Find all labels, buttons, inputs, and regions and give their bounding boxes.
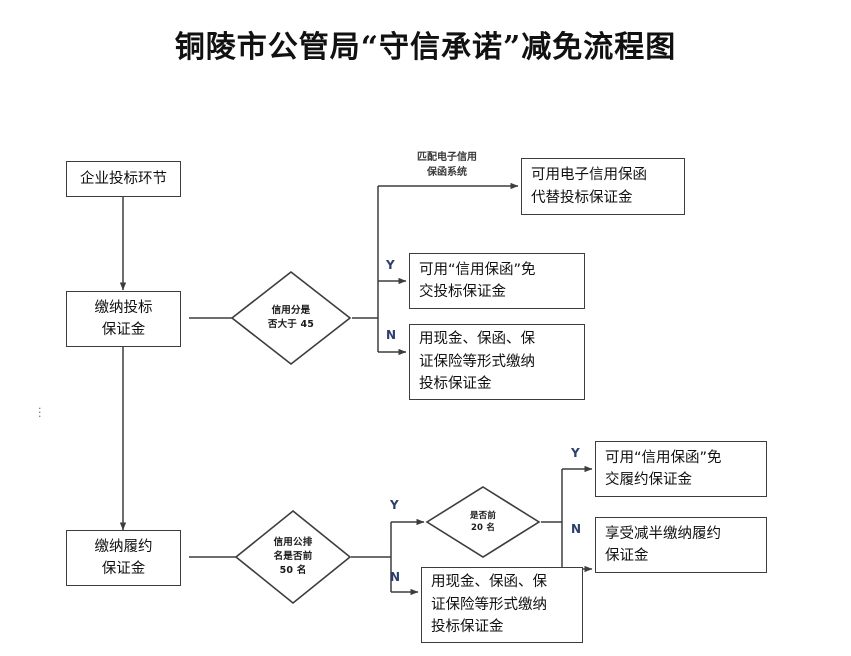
node-ebond-note-label: 可用电子信用保函 代替投标保证金 <box>531 167 647 206</box>
edge-label-no-rank20: N <box>571 522 582 536</box>
node-bid-deposit-label: 缴纳投标 保证金 <box>94 299 153 338</box>
page-title: 铜陵市公管局“守信承诺”减免流程图 <box>174 30 677 65</box>
diamond-shape <box>425 486 541 558</box>
node-start[interactable]: 企业投标环节 <box>66 161 181 197</box>
diamond-shape <box>234 509 352 605</box>
edge-label-ebond-system: 匹配电子信用 保函系统 <box>417 152 477 178</box>
edge-label-yes-bottom: Y <box>390 498 399 512</box>
edge-label-yes-rank20: Y <box>571 446 580 460</box>
node-perf-exempt-label: 可用“信用保函”免 交履约保证金 <box>605 449 722 488</box>
edge-label-yes-top: Y <box>386 258 395 272</box>
node-perf-half[interactable]: 享受减半缴纳履约 保证金 <box>595 517 767 573</box>
diamond-shape <box>230 270 352 366</box>
node-rank50-decision-label: 信用公排 名是否前 50 名 <box>273 537 313 576</box>
node-perf-deposit[interactable]: 缴纳履约 保证金 <box>66 530 181 586</box>
node-rank20-decision[interactable]: 是否前 20 名 <box>425 485 541 559</box>
node-perf-deposit-label: 缴纳履约 保证金 <box>94 538 153 577</box>
edge-label-no-bottom: N <box>390 570 401 584</box>
node-perf-exempt[interactable]: 可用“信用保函”免 交履约保证金 <box>595 441 767 497</box>
node-credit-score-decision[interactable]: 信用分是 否大于 45 <box>230 270 352 366</box>
continuation-dots: ... <box>38 399 42 420</box>
node-bid-exempt[interactable]: 可用“信用保函”免 交投标保证金 <box>409 253 585 309</box>
node-perf-half-label: 享受减半缴纳履约 保证金 <box>605 525 721 564</box>
node-bid-deposit[interactable]: 缴纳投标 保证金 <box>66 291 181 347</box>
node-rank50-decision[interactable]: 信用公排 名是否前 50 名 <box>234 509 352 605</box>
node-credit-score-decision-label: 信用分是 否大于 45 <box>267 305 315 330</box>
node-perf-cash-label: 用现金、保函、保 证保险等形式缴纳 投标保证金 <box>431 574 547 636</box>
node-perf-cash[interactable]: 用现金、保函、保 证保险等形式缴纳 投标保证金 <box>421 567 583 643</box>
node-ebond-note[interactable]: 可用电子信用保函 代替投标保证金 <box>521 158 685 215</box>
node-start-label: 企业投标环节 <box>80 170 167 187</box>
node-bid-cash-label: 用现金、保函、保 证保险等形式缴纳 投标保证金 <box>419 331 535 393</box>
node-bid-exempt-label: 可用“信用保函”免 交投标保证金 <box>419 261 536 300</box>
node-bid-cash[interactable]: 用现金、保函、保 证保险等形式缴纳 投标保证金 <box>409 324 585 400</box>
edge-label-no-top: N <box>386 328 397 342</box>
node-rank20-decision-label: 是否前 20 名 <box>469 510 497 533</box>
